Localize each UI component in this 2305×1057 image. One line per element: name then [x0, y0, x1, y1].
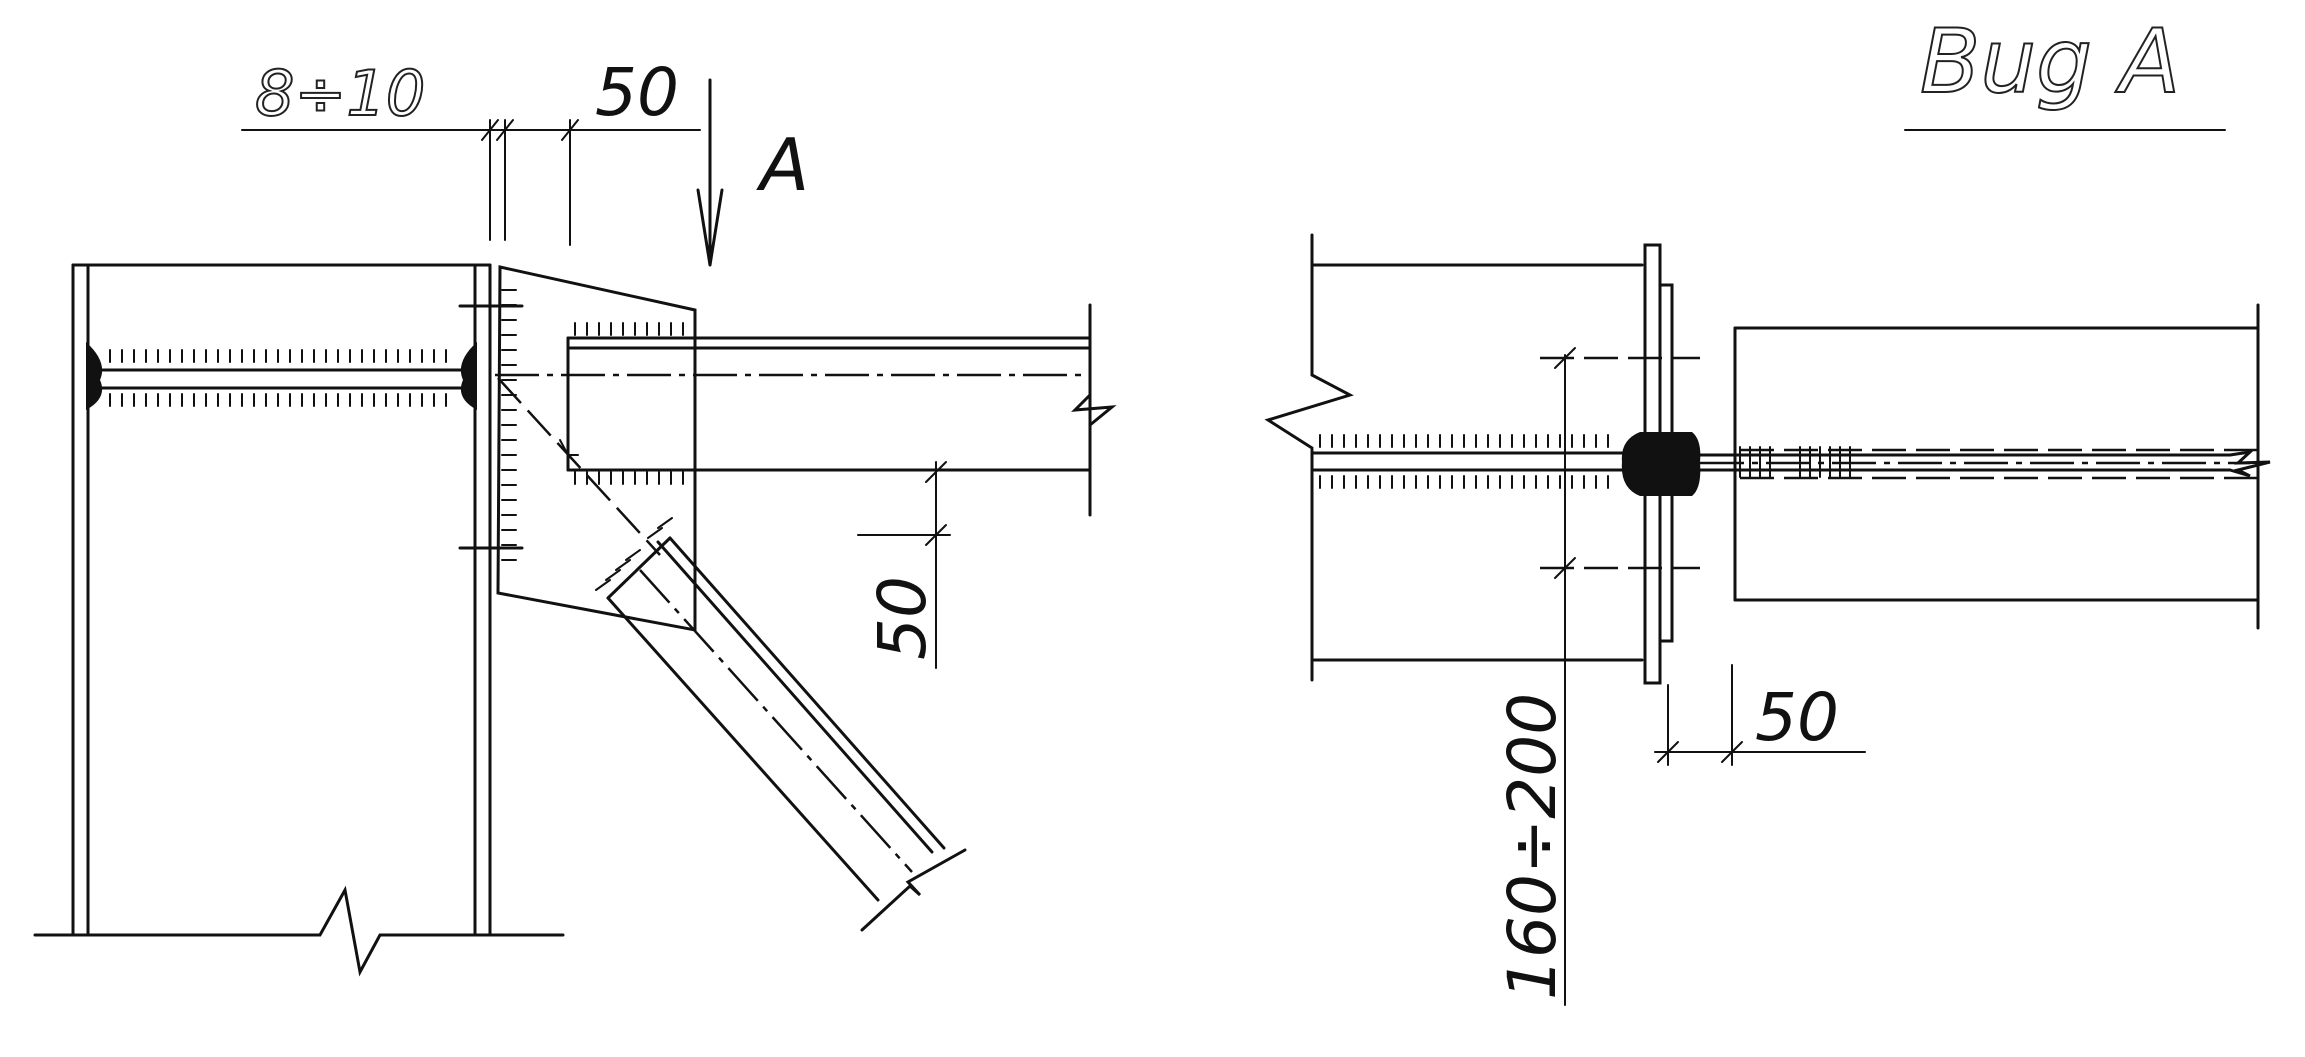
dim-brace-offset: 50 [864, 576, 941, 660]
top-dimensions: 8÷10 50 [241, 54, 701, 246]
brace [497, 377, 967, 932]
section-mark: A [756, 123, 809, 207]
dim-plate-offset-right: 50 [1755, 679, 1839, 756]
view-title: Bug A [1920, 10, 2180, 113]
plate-offset-dimension: 50 [1654, 664, 1866, 766]
left-member-weld-ticks-top [1319, 434, 1609, 448]
gusset-plate [458, 265, 697, 632]
section-arrow: A [696, 78, 809, 267]
beam [495, 303, 1117, 517]
end-plates [1540, 243, 1701, 685]
beam-weld-ticks-bottom [574, 471, 684, 485]
brace-weld-ticks [595, 517, 673, 591]
dim-gap: 8÷10 [255, 57, 425, 130]
weld-right [460, 342, 477, 410]
gusset-weld-ticks [501, 289, 517, 561]
right-member-weld-ticks [1739, 446, 1851, 478]
brace-dimension: 50 [857, 461, 951, 669]
right-member [1698, 303, 2271, 630]
base-break-line [33, 885, 565, 977]
column [71, 263, 492, 937]
right-view: Bug A [1264, 9, 2271, 1006]
left-elevation-view: 8÷10 50 A 50 [33, 54, 1117, 977]
stiffener-weld-ticks-top [109, 349, 447, 363]
left-member [1264, 233, 1644, 682]
left-member-weld-ticks-bottom [1319, 475, 1609, 489]
beam-weld-ticks-top [574, 322, 684, 336]
dim-plate-offset-top: 50 [595, 54, 679, 131]
dim-plate-height: 160÷200 [1494, 693, 1571, 1000]
column-stiffener [86, 342, 477, 410]
weld-left [86, 342, 103, 410]
plate-height-dimension: 160÷200 [1494, 347, 1576, 1006]
plate-weld [1621, 432, 1701, 496]
stiffener-weld-ticks-bottom [109, 393, 447, 407]
